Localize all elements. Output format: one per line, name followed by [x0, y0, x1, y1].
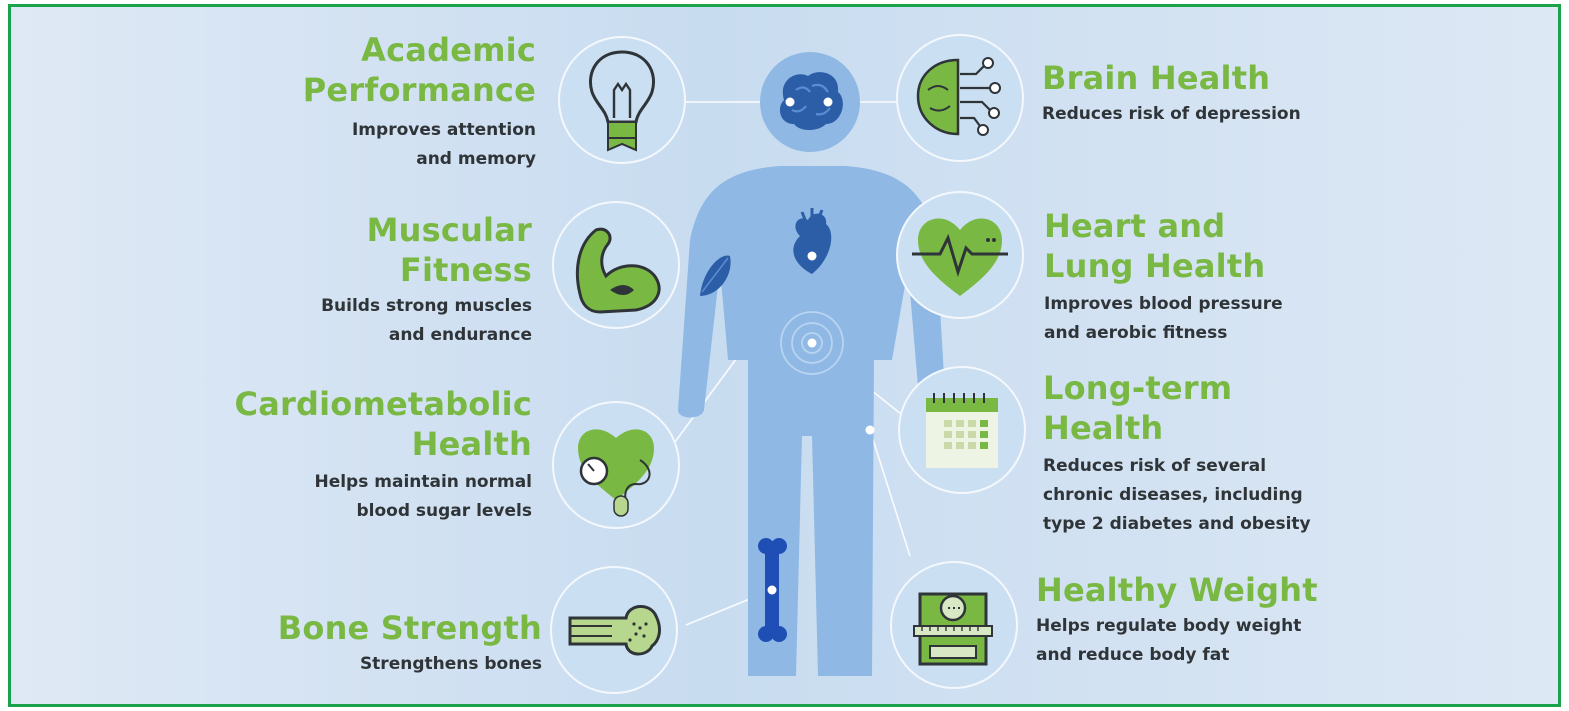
benefit-title: Health: [1043, 409, 1164, 447]
benefit-title: Academic: [361, 31, 536, 69]
benefit-description: Strengthens bones: [359, 654, 542, 674]
bone-icon: [568, 605, 661, 656]
benefit-description: Reduces risk of several: [1043, 456, 1267, 476]
benefit-bone: Bone Strength Strengthens bones: [278, 608, 542, 679]
benefit-title: Long-term: [1043, 369, 1233, 407]
benefit-long-term: Long-term Health Reduces risk of several…: [1043, 368, 1311, 539]
benefit-title: Cardiometabolic: [234, 385, 532, 423]
circuit-brain-icon: [916, 57, 1001, 136]
benefit-description: blood sugar levels: [356, 501, 532, 521]
flexed-arm-icon: [575, 227, 661, 314]
benefit-heart-lung: Heart and Lung Health Improves blood pre…: [1044, 206, 1283, 348]
benefit-description: Builds strong muscles: [321, 296, 532, 316]
human-body: [678, 52, 946, 676]
benefit-title: Muscular: [366, 211, 532, 249]
benefit-description: Helps maintain normal: [314, 472, 532, 492]
benefit-healthy-weight: Healthy Weight Helps regulate body weigh…: [1036, 570, 1318, 670]
benefit-title: Healthy Weight: [1036, 571, 1318, 609]
benefit-title: Fitness: [399, 251, 532, 289]
scale-icon: [913, 592, 993, 666]
benefit-title: Lung Health: [1044, 247, 1266, 285]
benefit-description: and memory: [416, 149, 536, 169]
benefit-description: and aerobic fitness: [1044, 323, 1228, 343]
arm-muscle: [700, 255, 731, 296]
connector-dots: [767, 97, 875, 595]
lightbulb-icon: [589, 50, 655, 152]
benefit-brain: Brain Health Reduces risk of depression: [1042, 58, 1301, 129]
brain-organ: [779, 72, 843, 130]
benefit-title: Bone Strength: [277, 609, 542, 647]
benefit-description: Improves blood pressure: [1044, 294, 1283, 314]
benefit-muscular: Muscular Fitness Builds strong muscles a…: [321, 210, 532, 350]
benefit-description: chronic diseases, including: [1043, 485, 1303, 505]
benefit-academic: Academic Performance Improves attention …: [303, 30, 536, 174]
benefit-description: type 2 diabetes and obesity: [1043, 514, 1311, 534]
benefit-cardiometabolic: Cardiometabolic Health Helps maintain no…: [235, 384, 532, 526]
heart-glucose-meter-icon: [578, 429, 654, 517]
benefit-description: and endurance: [388, 325, 532, 345]
heart-organ: [793, 208, 832, 274]
benefit-title: Performance: [302, 71, 536, 109]
heartbeat-icon: [912, 218, 1008, 296]
benefit-description: Reduces risk of depression: [1042, 104, 1301, 124]
benefit-title: Brain Health: [1042, 59, 1271, 97]
pulse-rings: [780, 311, 844, 375]
benefit-description: and reduce body fat: [1036, 645, 1230, 665]
calendar-icon: [926, 393, 998, 468]
benefit-title: Heart and: [1044, 207, 1226, 245]
benefit-description: Helps regulate body weight: [1036, 616, 1302, 636]
benefit-title: Health: [411, 425, 532, 463]
benefit-description: Improves attention: [351, 120, 536, 140]
